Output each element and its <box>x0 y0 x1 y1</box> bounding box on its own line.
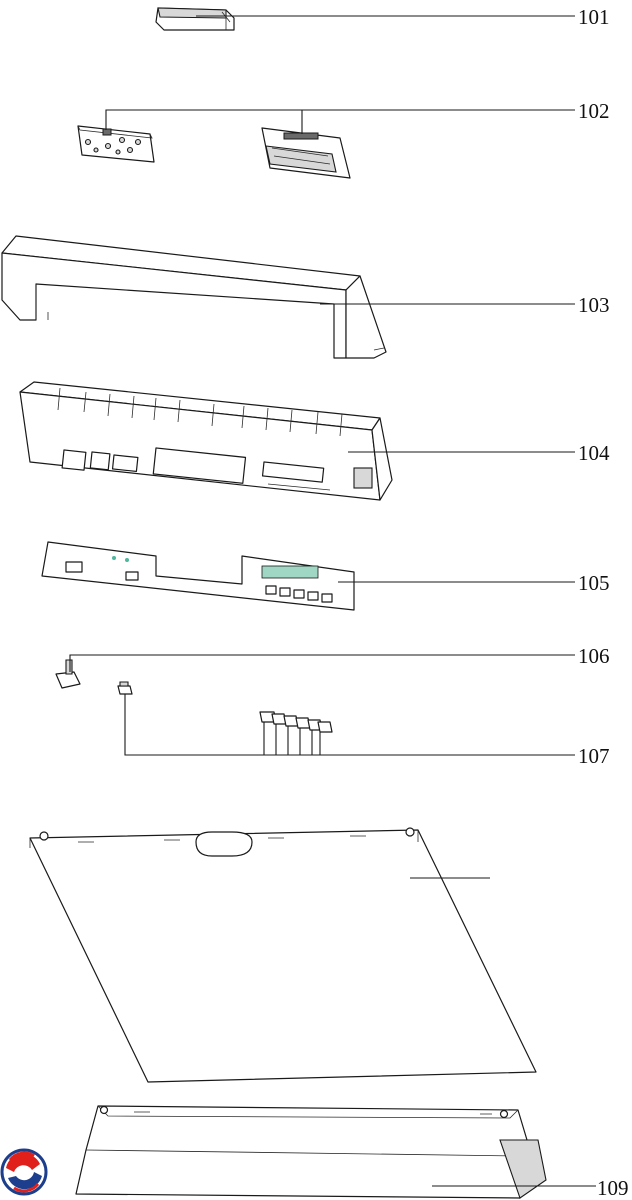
callout-104: 104 <box>578 441 610 465</box>
display-window <box>261 565 319 579</box>
indicator-led <box>125 558 129 562</box>
callout-103: 103 <box>578 293 610 317</box>
leader-107 <box>124 694 575 756</box>
part-door-outer-panel <box>29 827 537 1083</box>
part-109-door-bottom-trim <box>75 1105 547 1199</box>
callout-107: 107 <box>578 744 610 768</box>
callout-102: 102 <box>578 99 610 123</box>
part-102-pcb-right <box>261 127 351 179</box>
indicator-led <box>112 556 116 560</box>
leader-102 <box>105 109 575 134</box>
callout-106: 106 <box>578 644 610 668</box>
part-102-pcb-left <box>77 125 155 163</box>
part-106-button <box>55 659 81 689</box>
callout-101: 101 <box>578 5 610 29</box>
part-104-control-panel-housing <box>19 381 393 501</box>
part-103-cover-frame <box>1 235 387 359</box>
callout-109: 109 <box>597 1176 629 1200</box>
leader-106 <box>69 654 575 672</box>
brand-logo-icon <box>0 1148 48 1196</box>
callout-105: 105 <box>578 571 610 595</box>
part-101-bracket <box>155 7 235 31</box>
part-107-buttons <box>117 681 333 733</box>
part-105-control-panel-foil <box>41 541 355 611</box>
